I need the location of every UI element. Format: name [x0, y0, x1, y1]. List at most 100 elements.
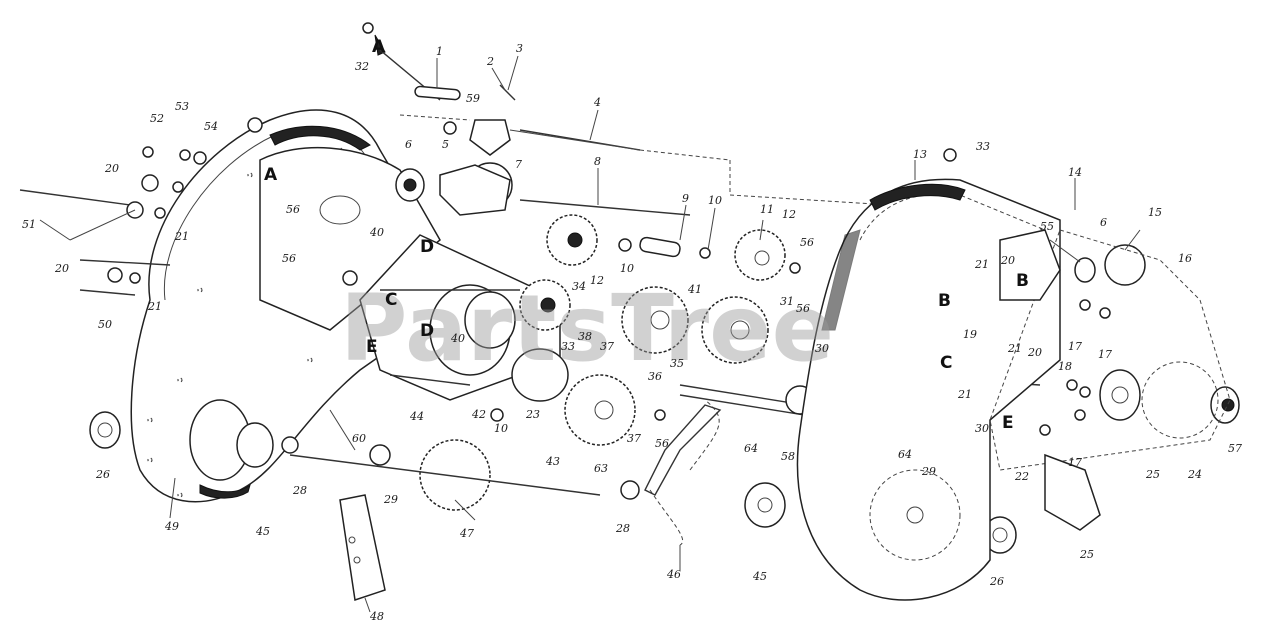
letter-c-2: C: [940, 353, 952, 373]
letter-e-1: E: [366, 337, 378, 357]
label-17a: 17: [1068, 340, 1082, 353]
label-44: 44: [409, 410, 424, 423]
label-3: 3: [516, 42, 523, 55]
label-16: 16: [1178, 252, 1192, 265]
label-2: 2: [486, 55, 494, 68]
label-29a: 29: [383, 493, 398, 506]
drive-chain: [649, 399, 720, 546]
label-26a: 26: [95, 468, 110, 481]
label-56a: 56: [286, 203, 300, 216]
label-63: 63: [594, 462, 608, 475]
label-17c: 17: [1068, 456, 1082, 469]
label-19: 19: [963, 328, 977, 341]
label-45b: 45: [752, 570, 767, 583]
label-6b: 6: [1100, 216, 1107, 229]
label-46: 46: [666, 568, 681, 581]
label-59: 59: [466, 92, 480, 105]
label-21c: 21: [974, 258, 989, 271]
letter-b-1: B: [938, 291, 951, 311]
label-7: 7: [515, 158, 522, 171]
label-17b: 17: [1098, 348, 1112, 361]
chain-links: [644, 404, 722, 496]
transmission-housing: [359, 234, 569, 402]
label-8: 8: [594, 155, 601, 168]
label-64b: 64: [898, 448, 912, 461]
label-37a: 37: [600, 340, 614, 353]
label-12a: 12: [782, 208, 796, 221]
label-9: 9: [682, 192, 689, 205]
label-13: 13: [913, 148, 927, 161]
label-25a: 25: [1145, 468, 1160, 481]
shift-linkage: [374, 34, 1051, 216]
label-10c: 10: [494, 422, 508, 435]
callout-labels: 1 2 3 4 5 59 32 6 7 8 9 10 10 10 11 12 1…: [22, 37, 1242, 623]
label-6a: 6: [405, 138, 412, 151]
label-28a: 28: [292, 484, 307, 497]
label-20c: 20: [1000, 254, 1015, 267]
label-21e: 21: [957, 388, 972, 401]
label-22: 22: [1014, 470, 1029, 483]
label-1: 1: [436, 45, 443, 58]
letter-b-2: B: [1016, 271, 1029, 291]
label-34: 34: [572, 280, 586, 293]
label-42: 42: [471, 408, 486, 421]
label-15: 15: [1148, 206, 1162, 219]
bracket-48: [339, 494, 386, 601]
label-40a: 40: [369, 226, 384, 239]
label-43: 43: [545, 455, 560, 468]
letter-c-1: C: [385, 290, 397, 310]
label-58: 58: [781, 450, 795, 463]
label-12b: 12: [590, 274, 604, 287]
watermark: PartsTree: [340, 275, 834, 382]
label-14: 14: [1068, 166, 1082, 179]
label-10a: 10: [708, 194, 722, 207]
label-5: 5: [442, 138, 449, 151]
label-57: 57: [1228, 442, 1242, 455]
label-25b: 25: [1079, 548, 1094, 561]
letter-a-1: A: [372, 37, 386, 57]
label-18: 18: [1058, 360, 1072, 373]
label-33b: 33: [561, 340, 575, 353]
label-32: 32: [355, 60, 369, 73]
label-33: 33: [976, 140, 990, 153]
label-23: 23: [525, 408, 540, 421]
label-20a: 20: [104, 162, 119, 175]
label-54: 54: [204, 120, 218, 133]
label-56c: 56: [800, 236, 814, 249]
label-64a: 64: [744, 442, 758, 455]
label-50: 50: [98, 318, 112, 331]
leader-lines: [39, 55, 1141, 613]
label-38: 38: [578, 330, 592, 343]
label-41: 41: [687, 283, 702, 296]
letter-e-2: E: [1002, 413, 1014, 433]
label-60: 60: [352, 432, 366, 445]
label-52: 52: [150, 112, 164, 125]
label-36: 36: [648, 370, 662, 383]
label-20d: 20: [1027, 346, 1042, 359]
label-53: 53: [175, 100, 189, 113]
label-11: 11: [760, 203, 774, 216]
left-cover-plate: [259, 146, 441, 331]
label-28b: 28: [615, 522, 630, 535]
letter-a-2: A: [264, 165, 278, 185]
label-47: 47: [459, 527, 474, 540]
label-31: 31: [780, 295, 794, 308]
label-21b: 21: [147, 300, 162, 313]
label-51: 51: [22, 218, 36, 231]
washers: [107, 22, 1111, 436]
label-29b: 29: [921, 465, 936, 478]
label-24: 24: [1187, 468, 1202, 481]
label-49: 49: [164, 520, 179, 533]
right-cover: [989, 229, 1231, 531]
label-26b: 26: [989, 575, 1004, 588]
label-45a: 45: [255, 525, 270, 538]
label-37b: 37: [627, 432, 641, 445]
label-35: 35: [670, 357, 684, 370]
label-55: 55: [1040, 220, 1054, 233]
label-30a: 30: [815, 342, 829, 355]
label-56b: 56: [282, 252, 296, 265]
right-chain-case: [796, 178, 1061, 601]
letter-d-1: D: [420, 321, 434, 341]
label-21a: 21: [174, 230, 189, 243]
